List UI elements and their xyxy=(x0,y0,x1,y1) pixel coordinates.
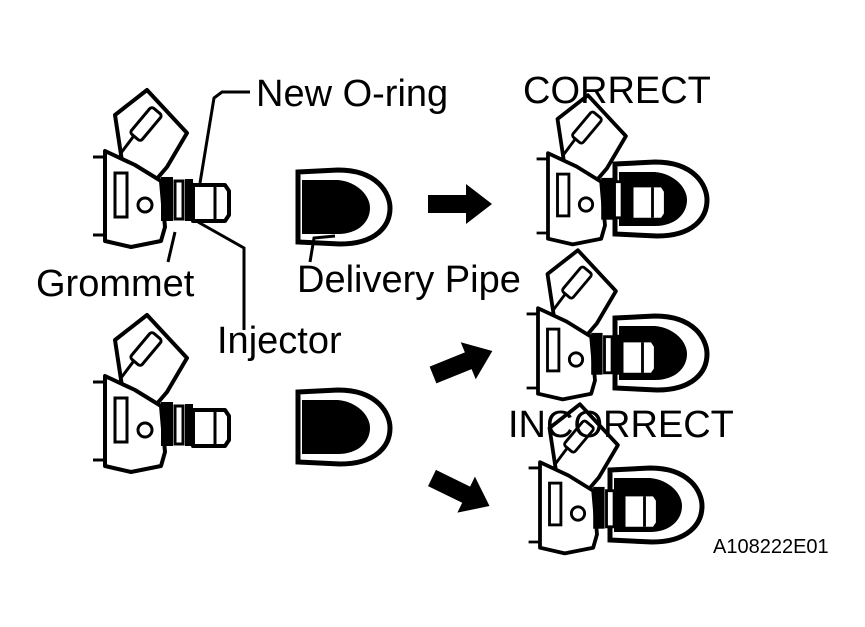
injector-top-left xyxy=(91,88,231,249)
delivery-pipe-top xyxy=(298,170,390,244)
delivery-pipe-bottom xyxy=(298,390,390,464)
assembly-incorrect-1 xyxy=(524,248,707,402)
leader-lines xyxy=(166,90,336,330)
figure-code: A108222E01 xyxy=(713,536,829,558)
label-incorrect: INCORRECT xyxy=(508,404,734,446)
arrow-right-icon xyxy=(423,460,499,525)
label-grommet: Grommet xyxy=(36,263,195,305)
label-new-o-ring: New O-ring xyxy=(256,73,449,115)
arrow-right-icon xyxy=(425,332,500,394)
injector-bottom-left xyxy=(91,313,231,474)
label-injector: Injector xyxy=(217,320,342,362)
label-delivery-pipe: Delivery Pipe xyxy=(297,259,521,301)
arrow-right-icon xyxy=(428,184,492,224)
label-correct: CORRECT xyxy=(523,70,711,112)
assembly-correct xyxy=(534,93,707,247)
